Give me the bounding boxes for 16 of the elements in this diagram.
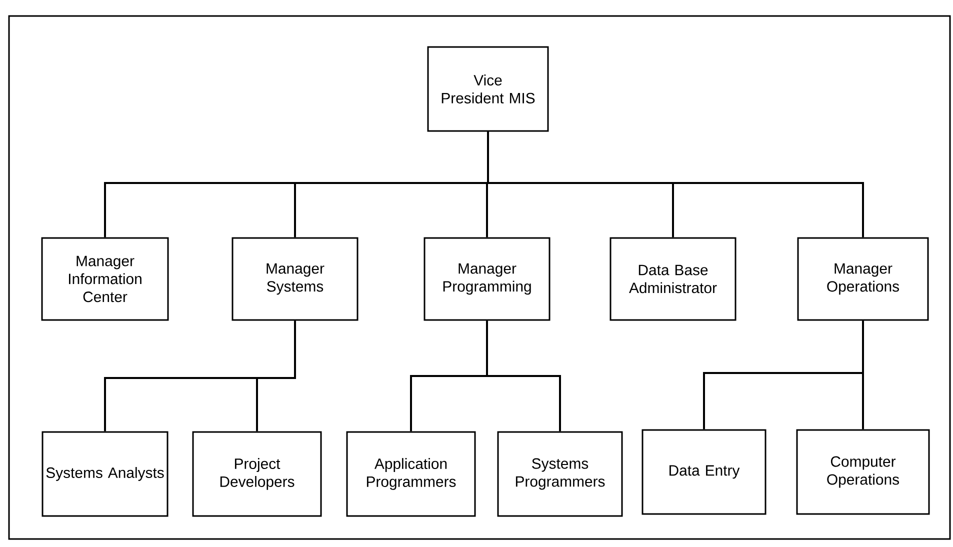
connector-line [486, 320, 561, 432]
position-box: Manager Programming [424, 237, 550, 321]
position-box: Systems Analysts [42, 431, 168, 517]
position-box: Systems Programmers [497, 431, 623, 517]
position-box: Computer Operations [796, 429, 930, 515]
connector-line [862, 320, 864, 430]
position-box: Manager Operations [797, 237, 929, 321]
connector-line [487, 132, 864, 238]
position-box: Manager Systems [232, 237, 358, 321]
position-box: Project Developers [192, 431, 322, 517]
position-box: Data Entry [642, 429, 766, 515]
connector-line [256, 320, 296, 432]
position-box: Data Base Administrator [610, 237, 736, 321]
position-box: Manager Information Center [41, 237, 169, 321]
position-box: Vice President MIS [427, 46, 549, 132]
position-box: Application Programmers [346, 431, 476, 517]
